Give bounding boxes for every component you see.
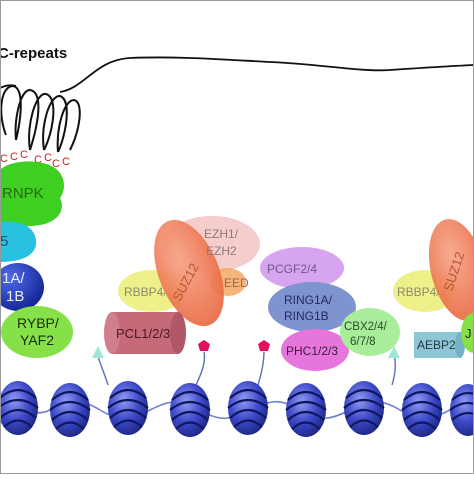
- pcl-label: PCL1/2/3: [116, 326, 170, 341]
- hnrnpk-label: RNPK: [2, 185, 44, 202]
- pcgf2-4-protein: [260, 247, 344, 289]
- hnrnpk-protein: [0, 161, 65, 227]
- rbbp-left-label: RBBP4/7: [124, 285, 174, 299]
- rybp-yaf2-protein: [1, 306, 73, 358]
- c-repeats-label: C-repeats: [0, 45, 67, 62]
- partial-protein-j: [461, 313, 474, 353]
- h3k27me3-mark: [198, 340, 210, 351]
- methyl-mark-triangle: [388, 346, 400, 358]
- phc1-2-3-protein: [281, 329, 349, 371]
- nucleosome: [401, 383, 443, 437]
- ring-center-line2: RING1B: [284, 309, 329, 323]
- cbx-line2: 6/7/8: [350, 336, 376, 348]
- ring-left-line2: 1B: [6, 288, 24, 305]
- nucleosome: [285, 383, 327, 437]
- cbx-protein: [340, 308, 400, 356]
- c-mark: C: [10, 151, 18, 163]
- rbbp-right-label: RBBP4/7: [397, 285, 447, 299]
- suz12-right-protein: [428, 219, 474, 321]
- c-mark: C: [52, 158, 60, 170]
- partial-protein-5-label: 5: [0, 233, 8, 250]
- nucleosome: [449, 384, 474, 436]
- pcgf-label: PCGF2/4: [267, 262, 317, 276]
- ring-center-line1: RING1A/: [284, 293, 333, 307]
- nucleosome: [49, 383, 91, 437]
- partial-protein-5: [0, 221, 37, 262]
- c-mark: C: [44, 152, 52, 164]
- rybp-line2: YAF2: [20, 332, 54, 348]
- pcl1-2-3-protein: [104, 312, 186, 354]
- nucleosome: [227, 381, 269, 435]
- aebp2-label: AEBP2: [417, 338, 456, 352]
- c-mark: C: [62, 156, 70, 168]
- suz12-left-protein: [154, 219, 224, 327]
- cbx-line1: CBX2/4/: [344, 321, 388, 333]
- ezh-line1: EZH1/: [204, 227, 239, 241]
- nucleosome: [343, 381, 385, 435]
- c-repeat-marks: C C C C C C C: [0, 149, 70, 170]
- rna-stem-loops: [0, 84, 81, 153]
- ring-left-line1: 1A/: [2, 270, 25, 287]
- nucleosome-array: [0, 381, 474, 437]
- nucleosome: [169, 383, 211, 437]
- partial-protein-j-label: J: [465, 326, 472, 341]
- methyl-mark-triangle: [92, 346, 104, 358]
- eed-label: EED: [224, 276, 249, 290]
- rybp-line1: RYBP/: [17, 315, 59, 331]
- ring1a-1b-left: [0, 263, 44, 311]
- phc-label: PHC1/2/3: [286, 344, 338, 358]
- c-mark: C: [20, 149, 28, 161]
- c-mark: C: [0, 153, 8, 165]
- c-mark: C: [34, 154, 42, 166]
- ring1a-1b-center-protein: [268, 282, 356, 332]
- nucleosome: [107, 381, 149, 435]
- h3k27me3-mark: [258, 340, 270, 351]
- nucleosome: [0, 381, 39, 435]
- ezh-line2: EZH2: [206, 244, 237, 258]
